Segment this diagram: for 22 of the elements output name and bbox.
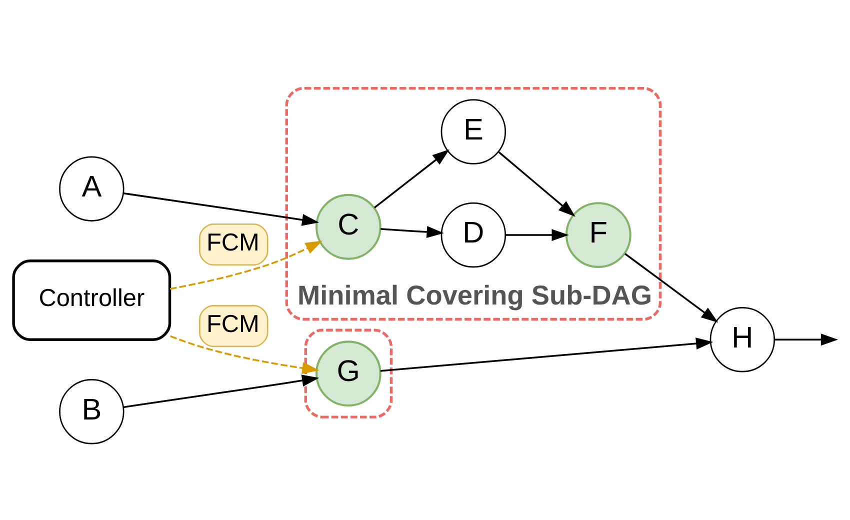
arrow: [506, 228, 569, 241]
arrow: [774, 333, 838, 346]
node-box: Controller: [12, 258, 172, 340]
cluster: [304, 328, 393, 418]
arrow: [123, 192, 320, 226]
arrow: [123, 374, 320, 408]
node-circle: H: [710, 306, 776, 372]
arrow: [624, 252, 718, 322]
arrow: [170, 334, 320, 374]
node-circle: C: [315, 193, 382, 260]
node-circle: F: [565, 202, 632, 268]
edge-label: FCM: [206, 229, 260, 256]
arrow: [170, 240, 323, 290]
arrow: [374, 148, 450, 208]
arrow: [380, 226, 444, 238]
arrow: [498, 151, 576, 216]
node-circle: D: [440, 202, 506, 268]
node-circle: A: [59, 156, 124, 221]
node-circle: E: [440, 98, 506, 164]
edge-label: FCM: [206, 310, 260, 338]
node-circle: B: [59, 378, 124, 444]
node-circle: G: [315, 340, 382, 406]
